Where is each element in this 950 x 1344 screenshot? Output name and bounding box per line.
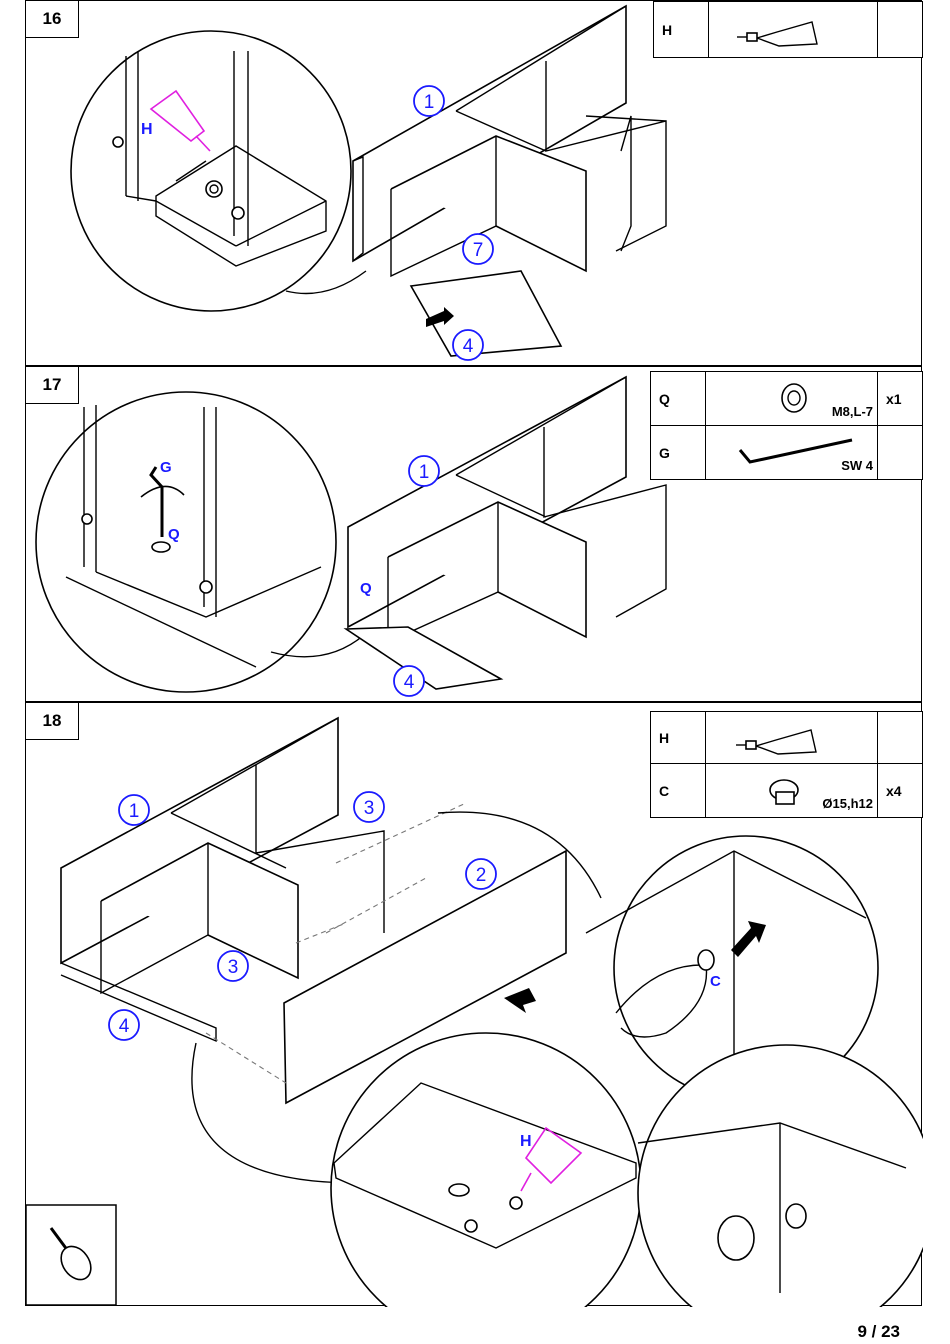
part-code: H xyxy=(651,712,706,764)
panel-label-4: 4 xyxy=(109,1010,139,1040)
part-code: G xyxy=(651,426,706,480)
page-number: 9 / 23 xyxy=(857,1322,900,1342)
panel-label-4: 4 xyxy=(394,666,424,696)
glue-label: H xyxy=(141,121,153,138)
glue-tube-icon xyxy=(717,6,867,50)
part-code: C xyxy=(651,764,706,818)
part-spec: SW 4 xyxy=(841,458,873,473)
part-picture xyxy=(706,712,878,764)
furniture-assembly xyxy=(353,6,666,356)
panel-label-1: 1 xyxy=(414,86,444,116)
part-qty xyxy=(878,426,923,480)
part-picture: Ø15,h12 xyxy=(706,764,878,818)
parts-row: Q M8,L-7 x1 xyxy=(651,372,923,426)
parts-row: G SW 4 xyxy=(651,426,923,480)
detail-circle xyxy=(36,392,336,692)
detail-circle xyxy=(71,31,351,311)
panel-label-3: 3 xyxy=(354,792,384,822)
svg-text:4: 4 xyxy=(463,336,474,357)
svg-text:3: 3 xyxy=(228,957,239,978)
detail-circle xyxy=(331,1033,641,1307)
parts-table: Q M8,L-7 x1 G SW 4 xyxy=(650,371,923,480)
furniture-assembly xyxy=(346,377,666,689)
step-17-panel: 17 G Q Q xyxy=(25,366,922,702)
part-picture: SW 4 xyxy=(706,426,878,480)
fitting-label: Q xyxy=(168,526,180,543)
part-picture: M8,L-7 xyxy=(706,372,878,426)
screwdriver-tool-box xyxy=(26,1205,116,1305)
part-qty: x1 xyxy=(878,372,923,426)
panel-label-1: 1 xyxy=(119,795,149,825)
glue-label: H xyxy=(520,1133,532,1150)
part-qty xyxy=(878,712,923,764)
svg-text:1: 1 xyxy=(419,462,430,483)
part-qty: x4 xyxy=(878,764,923,818)
step-18-panel: 18 1 3 2 xyxy=(25,702,922,1306)
svg-text:7: 7 xyxy=(473,240,484,261)
panel-label-2: 2 xyxy=(466,859,496,889)
part-code: Q xyxy=(651,372,706,426)
svg-text:1: 1 xyxy=(129,801,140,822)
panel-label-1: 1 xyxy=(409,456,439,486)
parts-table: H xyxy=(653,1,923,58)
tool-label: G xyxy=(160,459,172,476)
detail-circle xyxy=(638,1045,923,1307)
parts-row: C Ø15,h12 x4 xyxy=(651,764,923,818)
glue-tube-icon xyxy=(714,714,864,758)
panel-label-7: 7 xyxy=(463,234,493,264)
fitting-label: C xyxy=(710,973,721,990)
panel-label-3: 3 xyxy=(218,951,248,981)
part-spec: M8,L-7 xyxy=(832,404,873,419)
svg-text:4: 4 xyxy=(119,1016,130,1037)
svg-text:4: 4 xyxy=(404,672,415,693)
part-code: H xyxy=(654,2,709,58)
parts-row: H xyxy=(651,712,923,764)
svg-text:1: 1 xyxy=(424,92,435,113)
step-16-panel: 16 H xyxy=(25,0,922,366)
fitting-label-main: Q xyxy=(360,580,372,597)
parts-table: H C Ø15,h12 x4 xyxy=(650,711,923,818)
arrow-icon xyxy=(504,988,536,1013)
svg-text:2: 2 xyxy=(476,865,487,886)
svg-text:3: 3 xyxy=(364,798,375,819)
part-picture xyxy=(709,2,878,58)
part-spec: Ø15,h12 xyxy=(822,796,873,811)
panel-label-4: 4 xyxy=(453,330,483,360)
part-qty xyxy=(878,2,923,58)
parts-row: H xyxy=(654,2,923,58)
